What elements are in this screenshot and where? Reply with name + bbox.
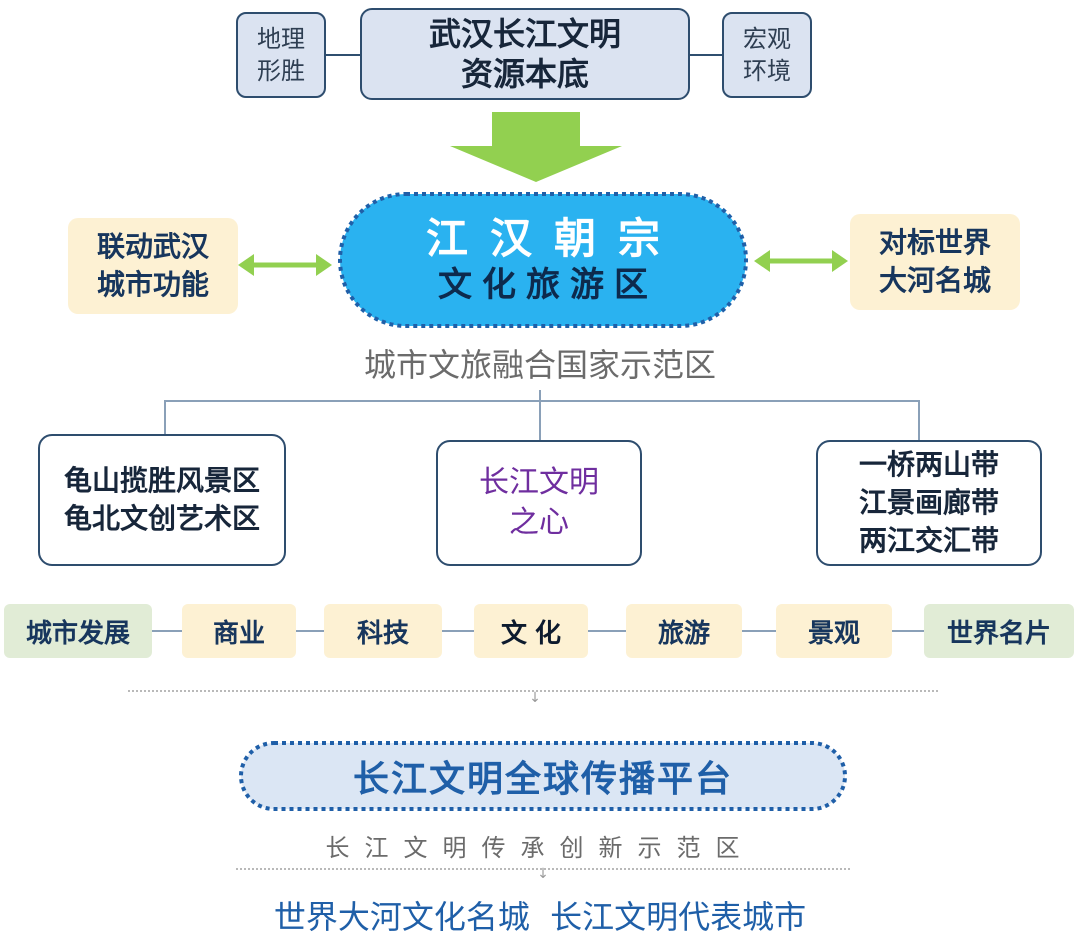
dotted-divider-1: [128, 690, 938, 692]
link-wuhan-box: 联动武汉 城市功能: [68, 218, 238, 314]
platform-title: 长江文明全球传播平台: [352, 759, 733, 800]
chain-item-landscape: 景观: [776, 604, 892, 658]
branch-middle-line-1: 长江文明: [479, 465, 599, 500]
link-wuhan-line-2: 城市功能: [96, 268, 209, 301]
resource-base-line-2: 资源本底: [460, 55, 589, 93]
resource-base-line-1: 武汉长江文明: [428, 15, 621, 53]
geography-box: 地理 形胜: [236, 12, 326, 98]
branch-left-line-2: 龟北文创艺术区: [63, 502, 260, 535]
heritage-demo-caption: 长江文明传承创新示范区: [325, 834, 755, 862]
branch-middle-box: 长江文明 之心: [436, 440, 642, 566]
geography-line-1: 地理: [257, 25, 305, 53]
top-left-connector: [324, 54, 362, 56]
chain-item-culture: 文化: [474, 604, 588, 658]
right-double-arrow-icon: [754, 250, 848, 272]
chain-item-city-development: 城市发展: [4, 604, 152, 658]
tree-left-drop: [164, 400, 166, 434]
benchmark-world-line-2: 大河名城: [878, 264, 991, 297]
top-right-connector: [688, 54, 724, 56]
national-demo-caption: 城市文旅融合国家示范区: [363, 346, 716, 384]
benchmark-world-box: 对标世界 大河名城: [850, 214, 1020, 310]
hero-text: 江汉朝宗 文化旅游区: [336, 194, 750, 326]
hero-shape: [338, 192, 748, 328]
macro-environment-line-2: 环境: [743, 57, 791, 85]
hero-title: 江汉朝宗: [425, 214, 682, 263]
resource-base-box: 武汉长江文明 资源本底: [360, 8, 690, 100]
branch-right-line-1: 一桥两山带: [858, 448, 999, 481]
small-down-arrow-1-icon: ↓: [529, 690, 541, 706]
dotted-divider-2: [236, 868, 850, 870]
platform-text: 长江文明全球传播平台: [238, 740, 848, 812]
small-down-arrow-2-icon: ↓: [537, 866, 549, 882]
branch-right-line-3: 两江交汇带: [858, 524, 999, 557]
tree-bar: [164, 400, 920, 402]
branch-left-line-1: 龟山揽胜风景区: [63, 464, 260, 497]
benchmark-world-line-1: 对标世界: [878, 226, 991, 259]
branch-left-box: 龟山揽胜风景区 龟北文创艺术区: [38, 434, 286, 566]
geography-line-2: 形胜: [257, 57, 305, 85]
chain-item-technology: 科技: [324, 604, 442, 658]
chain-item-commerce: 商业: [182, 604, 296, 658]
left-double-arrow-icon: [238, 254, 332, 276]
platform-shape: [239, 741, 847, 811]
chain-item-world-card: 世界名片: [924, 604, 1074, 658]
chain-item-tourism: 旅游: [626, 604, 742, 658]
link-wuhan-line-1: 联动武汉: [96, 230, 209, 263]
macro-environment-line-1: 宏观: [743, 25, 791, 53]
branch-right-box: 一桥两山带 江景画廊带 两江交汇带: [816, 440, 1042, 566]
tree-right-drop: [918, 400, 920, 440]
macro-environment-box: 宏观 环境: [722, 12, 812, 98]
down-arrow-icon: [450, 112, 622, 182]
branch-middle-line-2: 之心: [509, 505, 569, 540]
hero-subtitle: 文化旅游区: [438, 265, 658, 305]
branch-right-line-2: 江景画廊带: [858, 486, 999, 519]
tree-trunk: [539, 390, 541, 440]
final-goal-text: 世界大河文化名城 长江文明代表城市: [273, 898, 807, 936]
